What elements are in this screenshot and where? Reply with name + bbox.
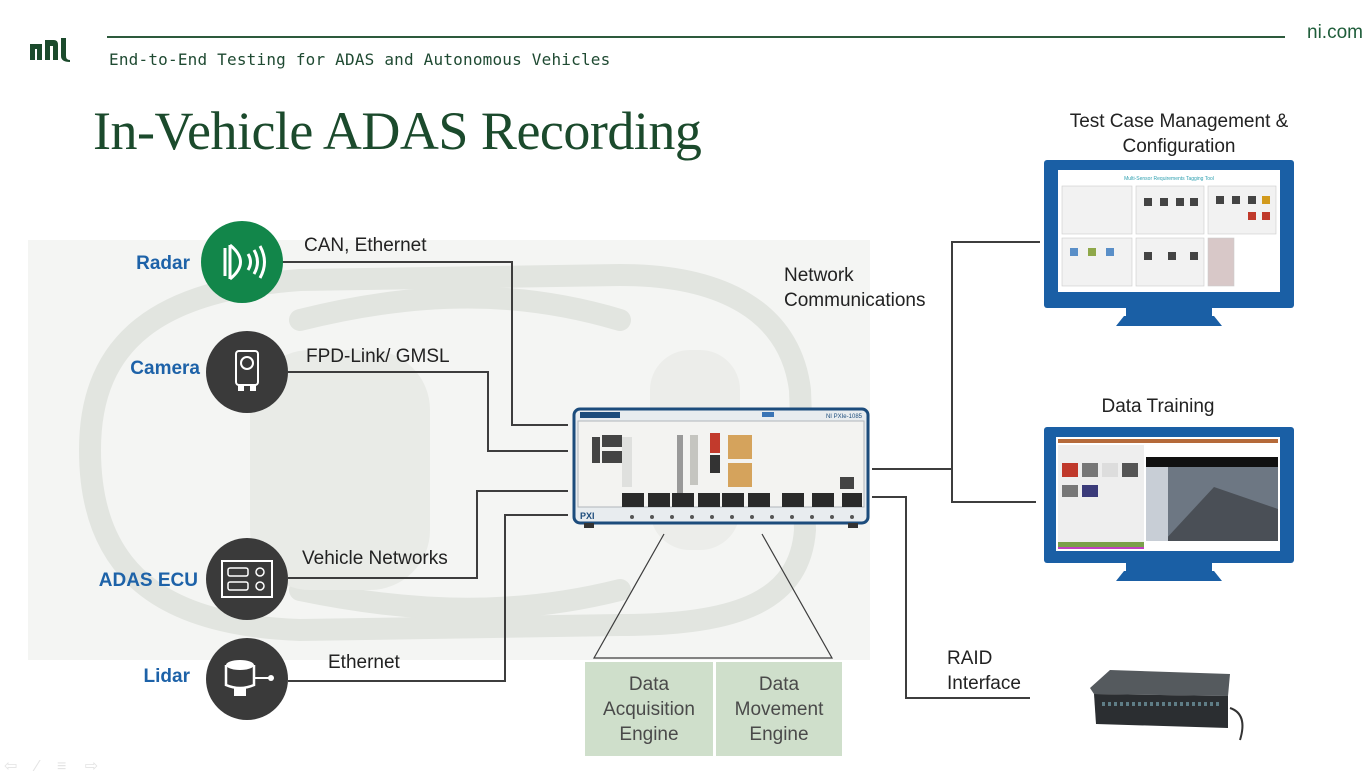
- camera-line: [288, 371, 568, 452]
- network-line: [872, 241, 1040, 470]
- ecu-line: [288, 490, 568, 579]
- chassis-model-label: NI PXIe-1085: [826, 414, 863, 420]
- connection-label-camera: FPD-Link/ GMSL: [306, 346, 450, 367]
- screen-caption: Multi-Sensor Requirements Tagging Tool: [1124, 176, 1214, 182]
- raid-line: [872, 496, 1030, 699]
- sensor-label-camera: Camera: [130, 358, 200, 379]
- ni-logo-icon[interactable]: [28, 36, 72, 64]
- engine-text: Movement: [734, 698, 824, 720]
- raid-label-line: RAID: [947, 648, 993, 669]
- menu-icon[interactable]: ≡: [56, 758, 67, 775]
- connection-label-adas-ecu: Vehicle Networks: [302, 548, 448, 569]
- ecu-connector-icon: [206, 538, 288, 620]
- monitor-title-line: Test Case Management &: [1069, 111, 1289, 132]
- monitor-1-title: Test Case Management & Configuration: [1040, 109, 1318, 159]
- pxi-chassis: NI PXIe-1085 PXI: [572, 407, 870, 529]
- network-label-line: Network: [784, 265, 854, 286]
- network-label-line: Communications: [784, 290, 926, 311]
- slide-title: In-Vehicle ADAS Recording: [93, 101, 702, 161]
- next-arrow-icon[interactable]: ⇨: [84, 758, 99, 775]
- monitor-data-training: [1044, 427, 1294, 581]
- sensor-label-adas-ecu: ADAS ECU: [98, 570, 198, 591]
- monitor-test-case-management: Multi-Sensor Requirements Tagging Tool: [1044, 160, 1294, 326]
- lidar-icon: [206, 638, 288, 720]
- radar-line: [282, 261, 568, 426]
- engine-text: Data: [758, 673, 800, 695]
- engine-text: Data: [628, 673, 670, 695]
- pen-icon[interactable]: ∕: [35, 758, 39, 775]
- radar-icon: [201, 221, 283, 303]
- connection-label-lidar: Ethernet: [328, 652, 400, 673]
- monitor-title-line: Configuration: [1122, 136, 1236, 157]
- engine-text: Engine: [749, 723, 809, 745]
- monitor-2-title: Data Training: [1101, 396, 1215, 417]
- presentation-subtitle: End-to-End Testing for ADAS and Autonomo…: [109, 50, 611, 69]
- lidar-line: [288, 514, 568, 682]
- raid-interface-label: RAID Interface: [947, 646, 1021, 696]
- header-divider: [107, 36, 1285, 38]
- site-link[interactable]: ni.com: [1307, 22, 1363, 43]
- raid-label-line: Interface: [947, 673, 1021, 694]
- camera-icon: [206, 331, 288, 413]
- raid-storage-device: [1080, 668, 1250, 744]
- pxi-bus-label: PXI: [580, 511, 595, 521]
- training-line: [951, 469, 1036, 503]
- sensor-label-radar: Radar: [136, 253, 190, 274]
- engine-text: Engine: [619, 723, 679, 745]
- network-communications-label: Network Communications: [784, 263, 926, 313]
- connection-label-radar: CAN, Ethernet: [304, 235, 427, 256]
- sensor-label-lidar: Lidar: [143, 666, 190, 687]
- engine-text: Acquisition: [603, 698, 695, 720]
- slide-navigation: ⇦ ∕ ≡ ⇨: [4, 756, 112, 776]
- engine-trapezoid: [592, 533, 834, 659]
- previous-arrow-icon[interactable]: ⇦: [4, 758, 18, 775]
